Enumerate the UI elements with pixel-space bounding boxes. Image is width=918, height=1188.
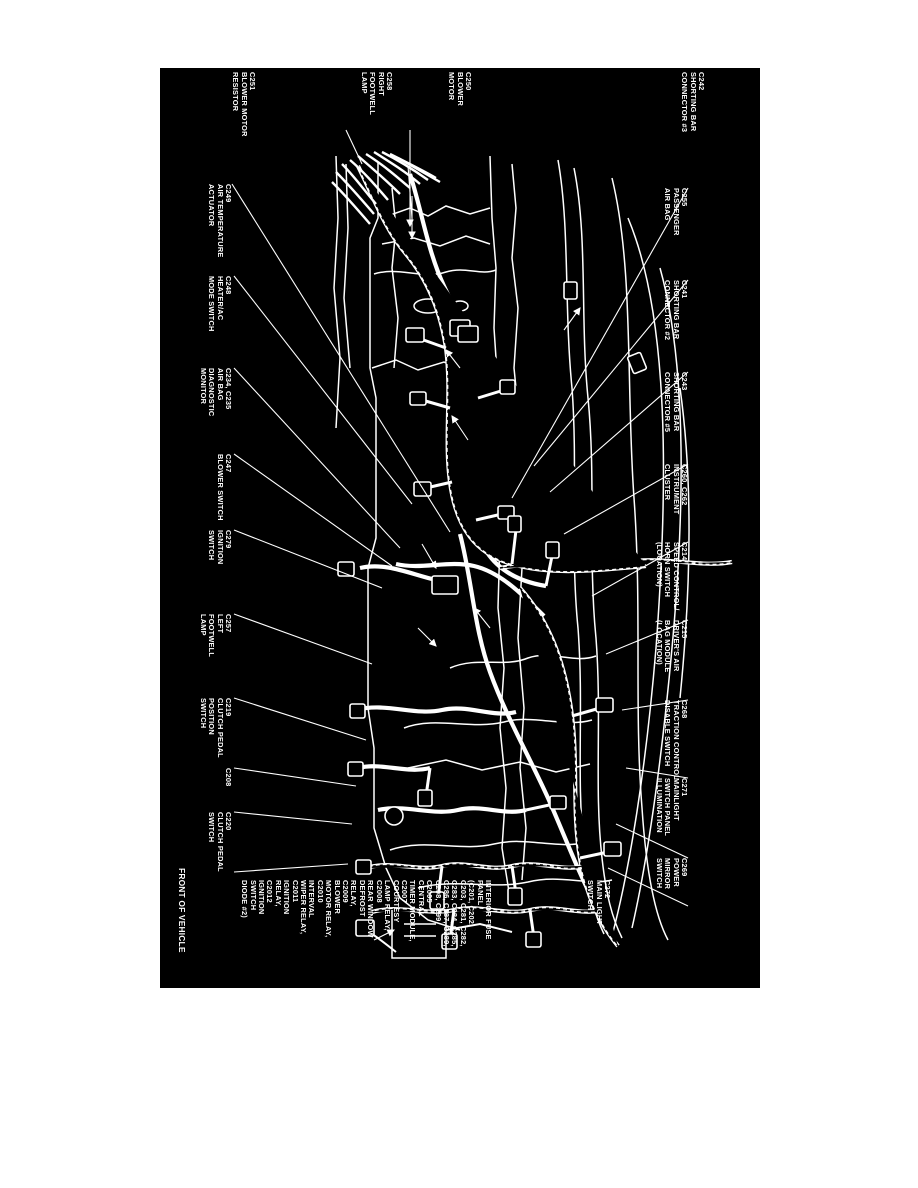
label-c250: C250 BLOWER MOTOR <box>447 72 473 107</box>
label-c234-c235: C234, C235 AIR BAG DIAGNOSTIC MONITOR <box>198 368 233 417</box>
label-c255: C255 PASSENGER AIR BAG <box>663 188 689 236</box>
label-c243: C243 SHORTING BAR CONNECTOR #5 <box>663 372 689 433</box>
label-c257: C257 LEFT FOOTWELL LAMP <box>198 614 233 658</box>
wiring-harness-illustration <box>231 129 733 959</box>
label-c220: C220 CLUTCH PEDAL SWITCH <box>207 812 233 872</box>
label-c248: C248 HEATER/AC MODE SWITCH <box>207 276 233 332</box>
label-c249: C249 AIR TEMPERATURE ACTUATOR <box>207 184 233 258</box>
label-c208: C208 <box>224 768 233 787</box>
label-c271: C271 MAINLIGHT SWITCH PANEL ILLUMINATION <box>654 778 689 837</box>
label-c241: C241 SHORTING BAR CONNECTOR #2 <box>663 280 689 341</box>
label-c251: C251 BLOWER MOTOR RESISTOR <box>231 72 257 137</box>
label-c268: C268 TRACTION CONTROL DISABLE SWITCH <box>663 700 689 780</box>
label-c215: C215 DRIVER'S AIR BAG MODULE (LOCATION) <box>654 620 689 673</box>
label-c247: C247 BLOWER SWITCH <box>215 454 233 521</box>
label-c279: C279 IGNITION SWITCH <box>207 530 233 565</box>
front-of-vehicle-label: FRONT OF VEHICLE <box>177 868 187 953</box>
label-c219: C219 CLUTCH PEDAL POSITION SWITCH <box>198 698 233 758</box>
label-c260-c262: C260, C262 INSTRUMENT CLUSTER <box>663 464 689 515</box>
label-c214: C214 SPEED CONTROL/ HORN SWITCH (LOCATIO… <box>654 542 689 611</box>
label-c258: C258 RIGHT FOOTWELL LAMP <box>359 72 394 116</box>
label-c242: C242 SHORTING BAR CONNECTOR #3 <box>680 72 706 133</box>
front-of-vehicle-block: FRONT OF VEHICLE <box>164 868 220 980</box>
fuse-panel-heading: INTERIOR FUSE PANEL (C201, C202, C203, C… <box>240 880 493 947</box>
label-c272: C272 MAIN LIGHT SWITCH <box>586 880 612 926</box>
label-c269: C269 POWER MIRROR SWITCH <box>654 858 689 890</box>
diagram-plate: C251 BLOWER MOTOR RESISTOR C258 RIGHT FO… <box>160 68 760 988</box>
